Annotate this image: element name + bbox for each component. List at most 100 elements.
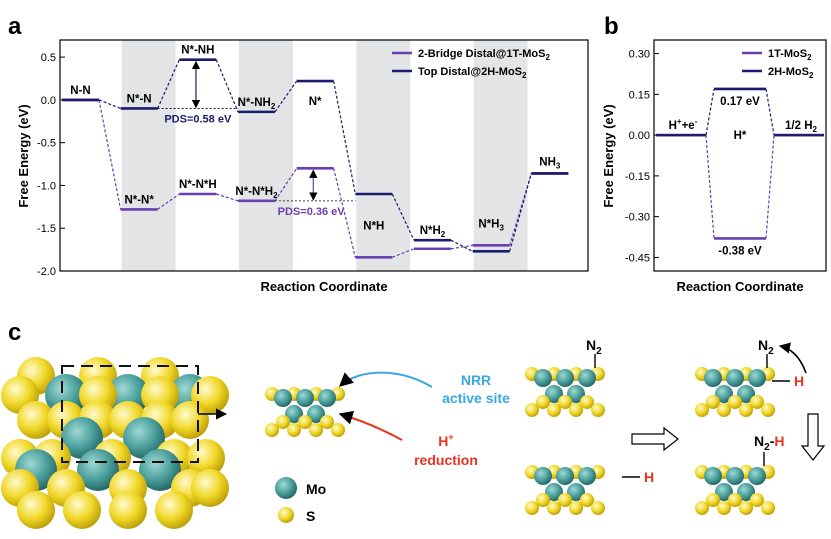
- panel-a-chart: 0.50.0-0.5-1.0-1.5-2.0 N-NN*-NN*-NHN*-NH…: [16, 39, 589, 294]
- mo-atom: [285, 405, 303, 423]
- panel-label-a: a: [8, 13, 22, 40]
- s-atom: [706, 395, 720, 409]
- s-atom: [591, 501, 605, 515]
- panel-a-band: [238, 40, 293, 271]
- panel-b-level-label-1: H*: [734, 130, 747, 142]
- s-atom: [728, 493, 742, 507]
- active-site-arrow: [338, 371, 433, 388]
- panel-a-connector-1-5: [391, 193, 415, 241]
- s-atom: [580, 493, 594, 507]
- panel-label-b: b: [604, 13, 619, 40]
- mo-atom: [139, 449, 181, 491]
- panel-b-xlabel: Reaction Coordinate: [676, 279, 803, 294]
- mo-atom: [545, 385, 563, 403]
- panel-a-level-label-6: N*H2: [420, 225, 446, 239]
- panel-a-connector-1-6: [450, 239, 473, 252]
- active-site-label-1: NRR: [461, 372, 491, 388]
- h-transfer-arrow: [778, 342, 807, 374]
- mo-atom: [704, 467, 722, 485]
- mo-atom: [748, 467, 766, 485]
- panel-a-level-label-3: N*-NH2: [238, 97, 276, 111]
- mo-atom: [307, 405, 325, 423]
- panel-b-tick-label: -0.15: [625, 171, 650, 183]
- hollow-arrow-right: [631, 426, 679, 452]
- s-atom: [187, 439, 225, 477]
- panel-a-legend-label-0: 2-Bridge Distal@1T-MoS2: [418, 48, 550, 62]
- panel-a-tick-label: -1.0: [37, 180, 56, 192]
- panel-b-legend-label-1: 2H-MoS2: [768, 66, 814, 80]
- s-atom: [320, 415, 334, 429]
- legend-mo-swatch: [275, 477, 297, 499]
- s-atom: [17, 401, 55, 439]
- s-atom: [706, 493, 720, 507]
- s-atom: [580, 395, 594, 409]
- s-atom: [569, 403, 583, 417]
- s-atom: [547, 403, 561, 417]
- panel-a-band: [121, 40, 176, 271]
- mo-atom: [534, 369, 552, 387]
- panel-a-level-label-10: N*-N*H: [179, 179, 217, 191]
- panel-b-value-label-1: -0.38 eV: [718, 245, 762, 257]
- mo-atom: [748, 369, 766, 387]
- n2h-label: N2-H: [754, 433, 784, 453]
- panel-a-tick-label: 0.0: [41, 95, 56, 107]
- panel-b-tick-label: 0.00: [629, 130, 650, 142]
- mo-atom: [737, 385, 755, 403]
- panel-b-connector-1-0: [705, 88, 715, 136]
- reduction-arrow: [338, 410, 403, 441]
- s-atom: [298, 415, 312, 429]
- panel-a-level-label-8: NH3: [539, 156, 561, 170]
- mo-atom: [77, 449, 119, 491]
- panel-b-frame: [653, 39, 827, 272]
- mo-atom: [556, 369, 574, 387]
- panel-a-connector-0-0: [98, 99, 122, 210]
- s-atom: [569, 501, 583, 515]
- panel-a-level-label-2: N*-NH: [181, 45, 214, 57]
- panel-a-tick-label: 0.5: [41, 52, 56, 64]
- panel-a-connector-0-2: [216, 193, 239, 202]
- n2-label-2: N2: [758, 337, 774, 357]
- panel-b-legend-label-0: 1T-MoS2: [768, 48, 812, 62]
- panel-a-tick-label: -1.5: [37, 223, 56, 235]
- s-atom: [17, 491, 55, 529]
- s-atom: [761, 403, 775, 417]
- s-atom: [558, 395, 572, 409]
- s-atom: [536, 493, 550, 507]
- panel-a-connector-1-3: [274, 80, 298, 113]
- panel-b-tick-label: 0.30: [629, 49, 650, 61]
- panel-a-connector-1-4: [333, 80, 356, 195]
- panel-c-atoms: [1, 357, 775, 529]
- s-atom: [728, 395, 742, 409]
- legend-s-swatch: [278, 507, 294, 523]
- s-atom: [276, 415, 290, 429]
- panel-a-y-ticks: 0.50.0-0.5-1.0-1.5-2.0: [37, 52, 65, 278]
- s-atom: [536, 395, 550, 409]
- panel-a-connector-1-1: [157, 59, 180, 109]
- mo-atom: [123, 417, 165, 459]
- s-atom: [309, 423, 323, 437]
- s-atom: [695, 501, 709, 515]
- mo-atom: [534, 467, 552, 485]
- s-atom: [591, 403, 605, 417]
- s-atom: [547, 501, 561, 515]
- panel-a-connector-0-5: [392, 248, 415, 258]
- panel-b-chart: 0.300.150.00-0.15-0.30-0.45 H++e-H*1/2 H…: [601, 39, 827, 294]
- s-atom: [331, 423, 345, 437]
- panel-b-y-ticks: 0.300.150.00-0.15-0.30-0.45: [625, 49, 659, 264]
- mo-atom: [567, 385, 585, 403]
- hollow-arrow-down: [800, 413, 826, 461]
- s-atom: [739, 403, 753, 417]
- panel-a-connector-1-0: [98, 99, 121, 110]
- s-atom: [525, 501, 539, 515]
- panel-a-legend-label-1: Top Distal@2H-MoS2: [418, 66, 527, 80]
- panel-a-level-label-0: N-N: [70, 85, 90, 97]
- panel-b-level-label-2: 1/2 H2: [785, 120, 818, 134]
- mo-atom: [274, 389, 292, 407]
- panel-a-band: [473, 40, 528, 271]
- mo-atom: [578, 369, 596, 387]
- mo-atom: [726, 467, 744, 485]
- panel-b-connector-0-0: [705, 135, 715, 239]
- s-atom: [695, 403, 709, 417]
